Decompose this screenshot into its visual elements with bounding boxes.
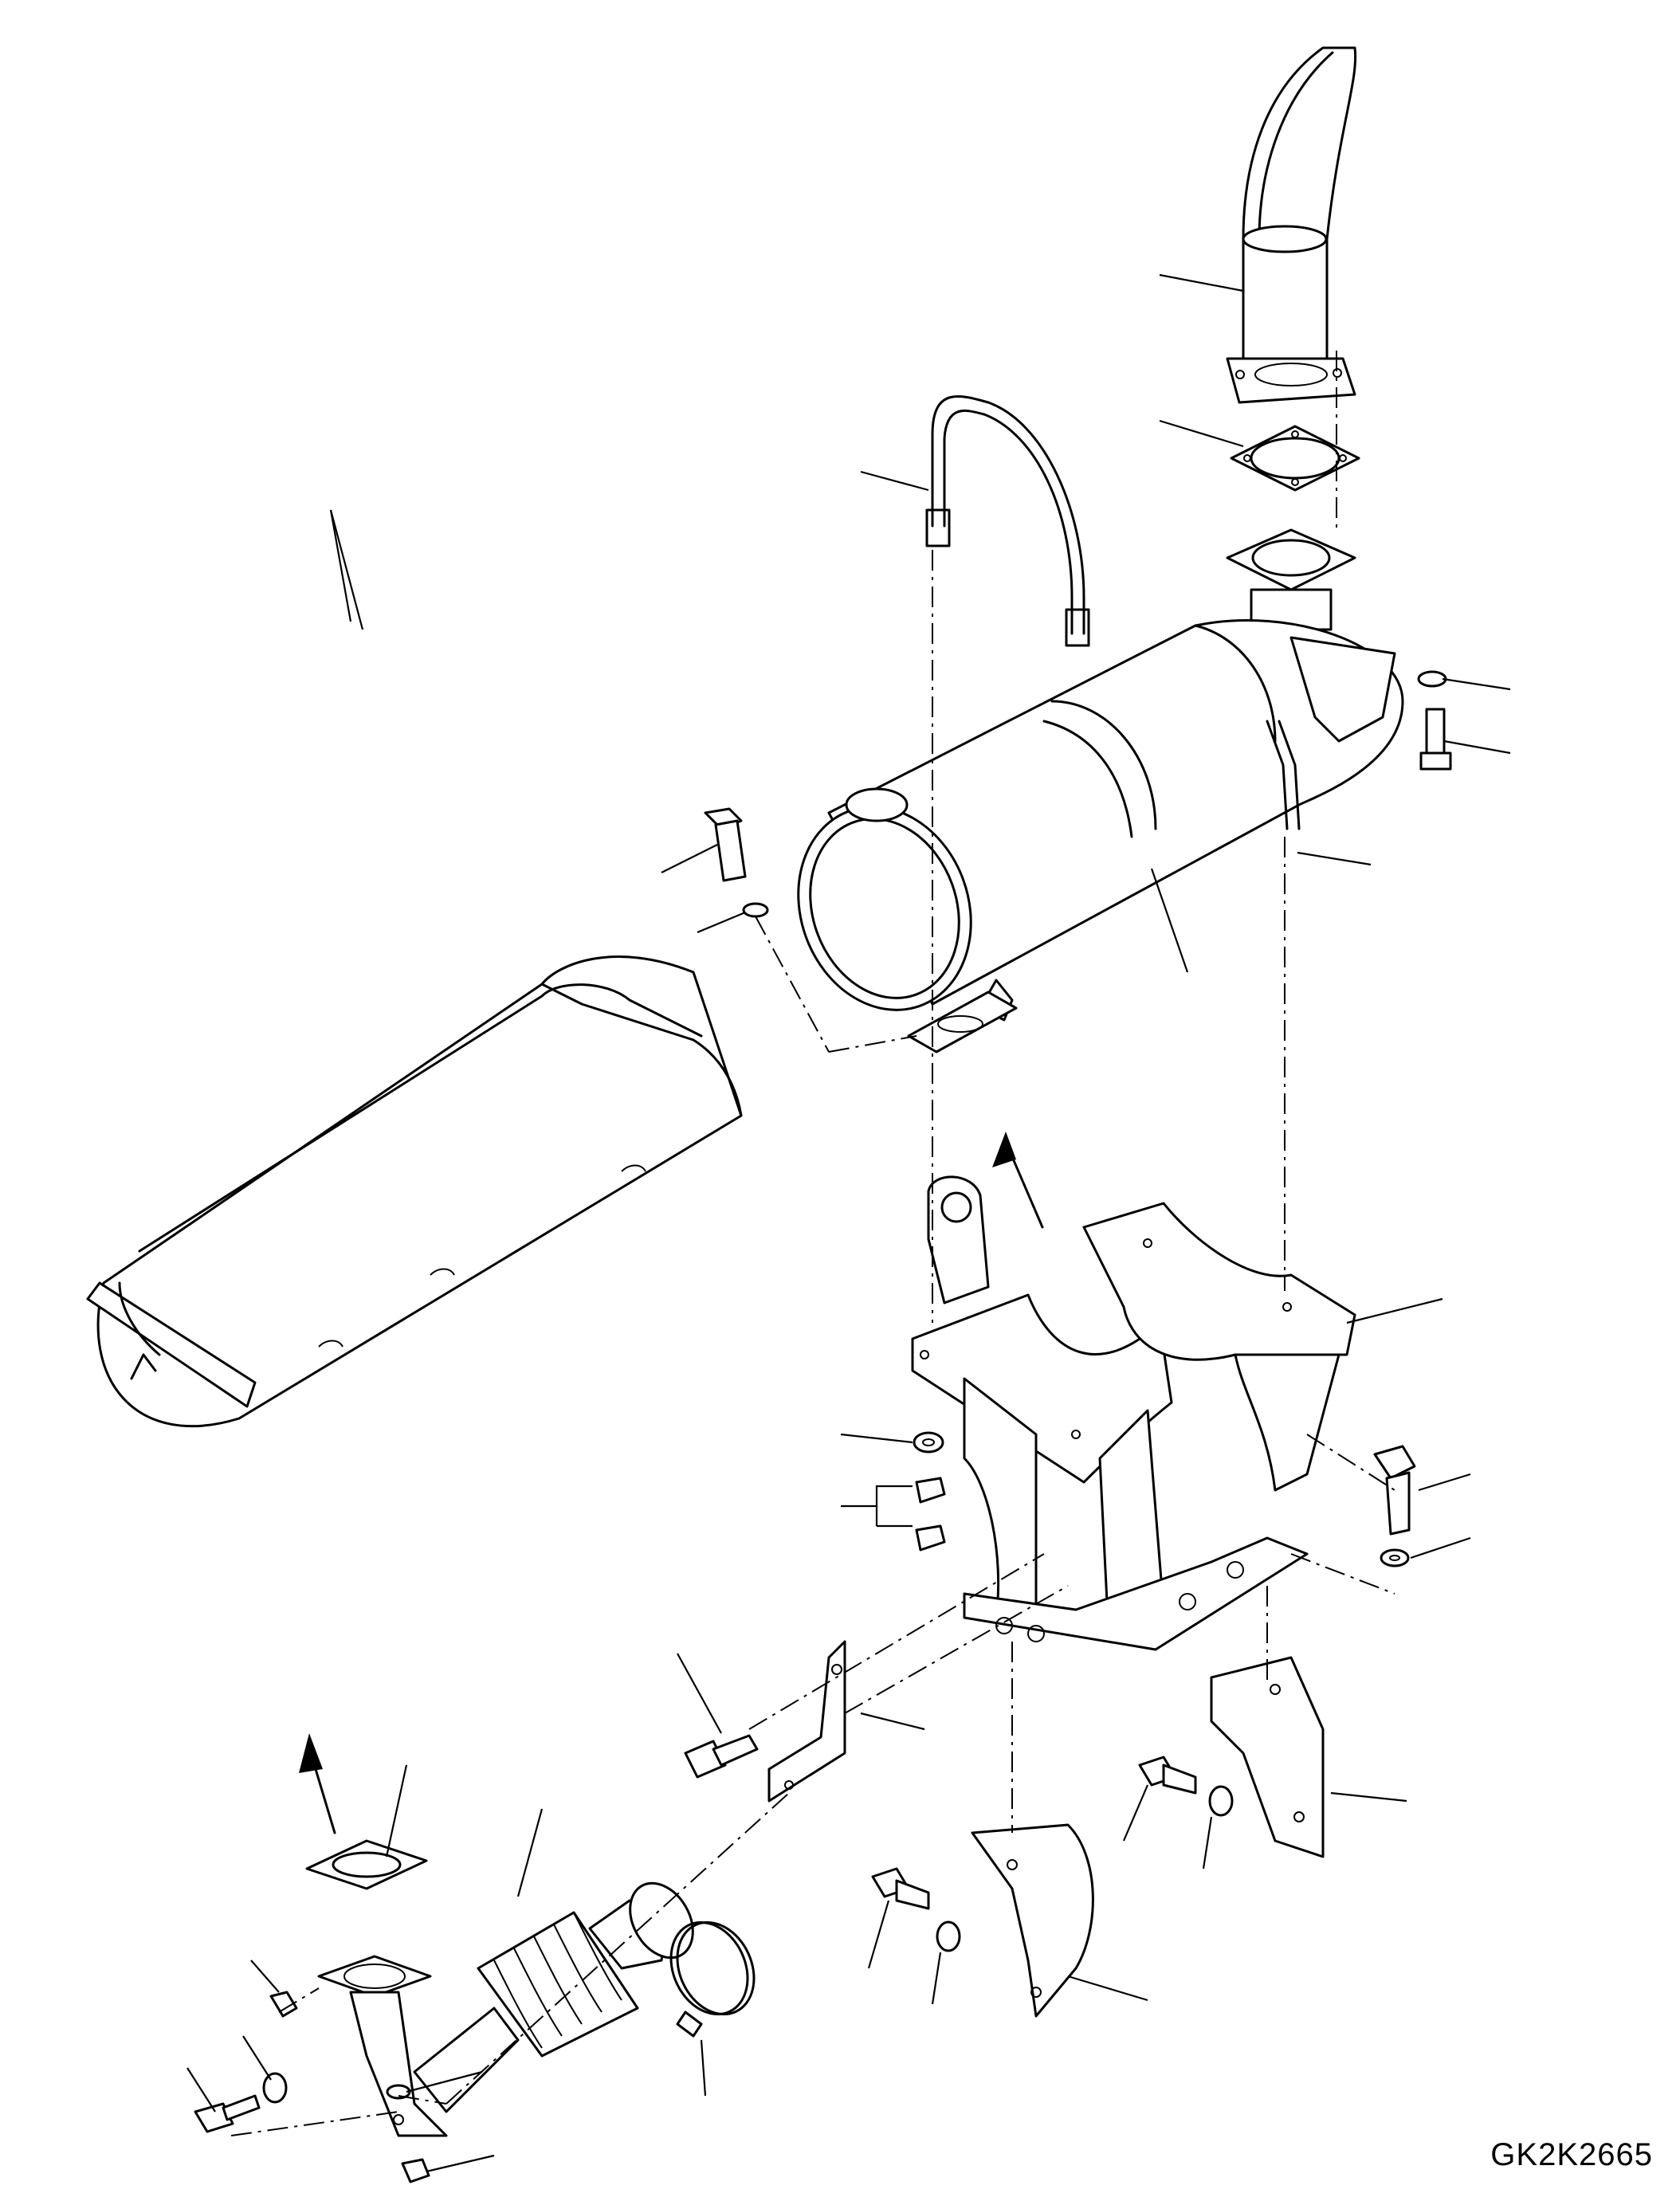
muffler-stand-bracket bbox=[911, 1175, 1356, 1651]
band-clamp bbox=[669, 1920, 756, 2038]
bracket-rear-right bbox=[1210, 1656, 1325, 1858]
stand-bolt-right bbox=[1373, 1445, 1416, 1567]
muffler bbox=[797, 528, 1404, 1053]
drawing-code-label: GK2K2665 bbox=[1490, 2137, 1653, 2172]
bolt-muffler-left bbox=[704, 807, 769, 918]
stand-nuts-left bbox=[913, 1431, 946, 1552]
bracket-front-center bbox=[971, 1823, 1094, 2018]
leader-lines bbox=[186, 273, 1511, 2173]
bolt-bracket-rear-right bbox=[1138, 1756, 1234, 1817]
elbow-fasteners bbox=[194, 1991, 430, 2183]
bolt-bracket-front-left bbox=[684, 1734, 759, 1779]
assembly-center-lines bbox=[230, 351, 1395, 2136]
exhaust-elbow-pipe bbox=[317, 1955, 520, 2137]
u-bolt-left bbox=[925, 395, 1090, 647]
flow-arrow-muffler-inlet bbox=[992, 1132, 1044, 1229]
flow-arrow-elbow bbox=[299, 1733, 336, 1834]
u-bolt-right bbox=[1266, 720, 1301, 830]
exhaust-tail-pipe bbox=[1226, 46, 1357, 404]
elbow-gasket bbox=[305, 1839, 428, 1890]
bolt-upper-right bbox=[1417, 670, 1452, 771]
bellows-flex-pipe bbox=[477, 1881, 694, 2058]
bracket-front-left bbox=[767, 1640, 846, 1803]
upper-flange-gasket bbox=[1230, 425, 1360, 492]
bolt-bracket-front-center bbox=[871, 1867, 961, 1952]
heat-shield-cover bbox=[86, 955, 743, 1428]
